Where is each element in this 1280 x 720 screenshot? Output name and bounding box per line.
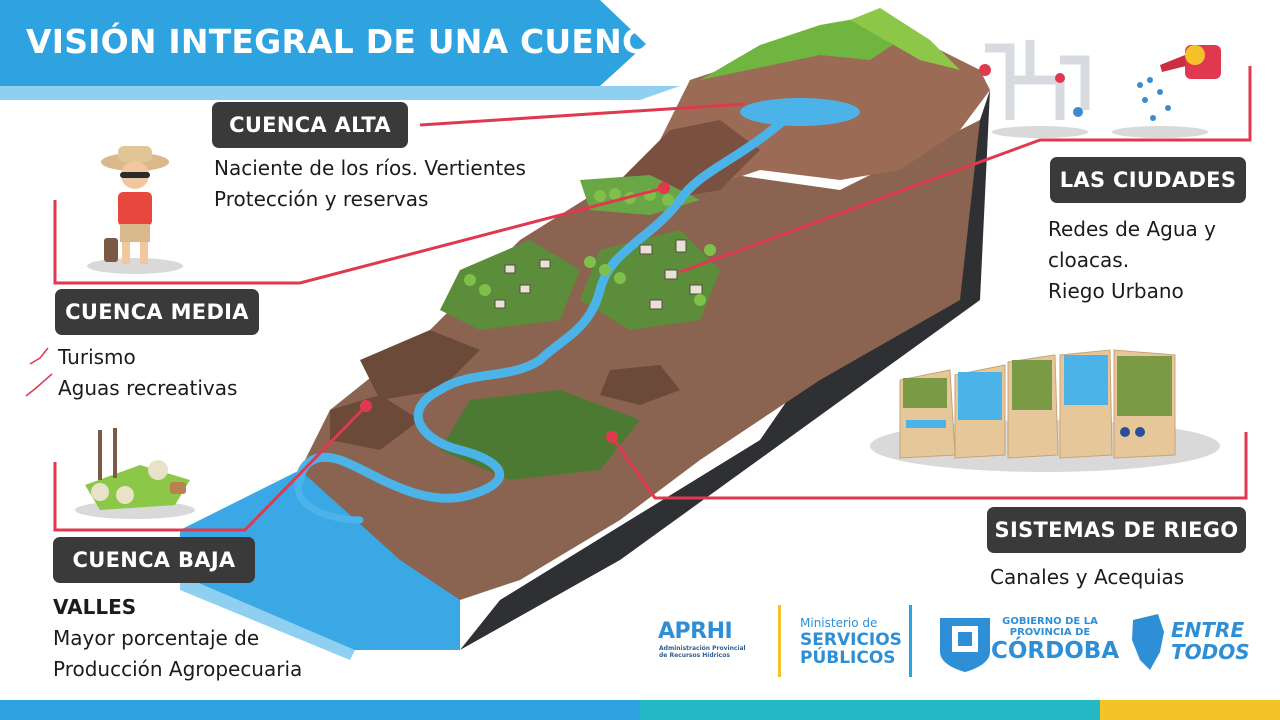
desc-line: Aguas recreativas: [58, 376, 238, 400]
aprhi-name: APRHI: [658, 619, 733, 644]
aprhi-subtitle: Administración Provincial de Recursos Hí…: [659, 645, 746, 659]
desc-line: Canales y Acequias: [990, 565, 1185, 589]
terrain-block: [180, 8, 990, 660]
todos-word: TODOS: [1171, 640, 1250, 664]
desc-line: cloacas.: [1048, 248, 1130, 272]
irrigation-fields-icon: [870, 349, 1220, 472]
desc-line: Turismo: [58, 345, 136, 369]
desc-las-ciudades: Redes de Agua y cloacas. Riego Urbano: [1048, 214, 1216, 307]
bottom-stripe-yellow: [1100, 700, 1280, 720]
ministerio-logo: Ministerio de SERVICIOS PÚBLICOS: [800, 610, 910, 672]
pipes-icon: [979, 40, 1090, 138]
connector-lines: [53, 66, 1252, 532]
bottom-stripe-blue: [0, 700, 760, 720]
cordoba-logo: GOBIERNO DE LA PROVINCIA DE CÓRDOBA: [935, 610, 1119, 672]
entre-todos-logo: ENTRE TODOS: [1128, 612, 1258, 672]
desc-sistemas-riego: Canales y Acequias: [990, 562, 1184, 593]
ministerio-line3: PÚBLICOS: [800, 648, 896, 668]
desc-line: Riego Urbano: [1048, 279, 1184, 303]
title-banner-shape: [0, 0, 680, 100]
label-cuenca-alta: CUENCA ALTA: [212, 102, 408, 148]
desc-line: Naciente de los ríos. Vertientes: [214, 156, 526, 180]
tourist-icon: [87, 146, 183, 274]
check-mark-icon: [25, 347, 53, 397]
aprhi-logo: APRHI Administración Provincial de Recur…: [655, 607, 755, 677]
page-title: VISIÓN INTEGRAL DE UNA CUENCA: [26, 22, 673, 61]
label-cuenca-media: CUENCA MEDIA: [55, 289, 259, 335]
ministerio-line2: SERVICIOS: [800, 630, 902, 650]
desc-line: Redes de Agua y: [1048, 217, 1216, 241]
cordoba-line1: GOBIERNO DE LA PROVINCIA DE: [1002, 616, 1098, 638]
cordoba-map-icon: [1132, 614, 1164, 670]
vegetables-icon: [75, 428, 195, 519]
cordoba-shield-icon: [940, 618, 990, 672]
desc-heading: VALLES: [53, 595, 137, 619]
desc-cuenca-baja: VALLES Mayor porcentaje de Producción Ag…: [53, 592, 302, 685]
connector-dots: [360, 182, 670, 443]
label-sistemas-riego: SISTEMAS DE RIEGO: [987, 507, 1246, 553]
desc-cuenca-media: Turismo Aguas recreativas: [58, 342, 237, 404]
label-las-ciudades: LAS CIUDADES: [1050, 157, 1246, 203]
desc-line: Producción Agropecuaria: [53, 657, 303, 681]
label-cuenca-baja: CUENCA BAJA: [53, 537, 255, 583]
desc-line: Mayor porcentaje de: [53, 626, 260, 650]
cordoba-line2: CÓRDOBA: [991, 638, 1120, 664]
desc-line: Protección y reservas: [214, 187, 429, 211]
logo-dividers: [778, 605, 912, 677]
trees: [464, 188, 716, 306]
watering-can-icon: [1112, 45, 1221, 138]
entre-word: ENTRE: [1171, 618, 1245, 642]
ministerio-line1: Ministerio de: [800, 616, 878, 630]
houses: [494, 239, 703, 310]
desc-cuenca-alta: Naciente de los ríos. Vertientes Protecc…: [214, 153, 526, 215]
